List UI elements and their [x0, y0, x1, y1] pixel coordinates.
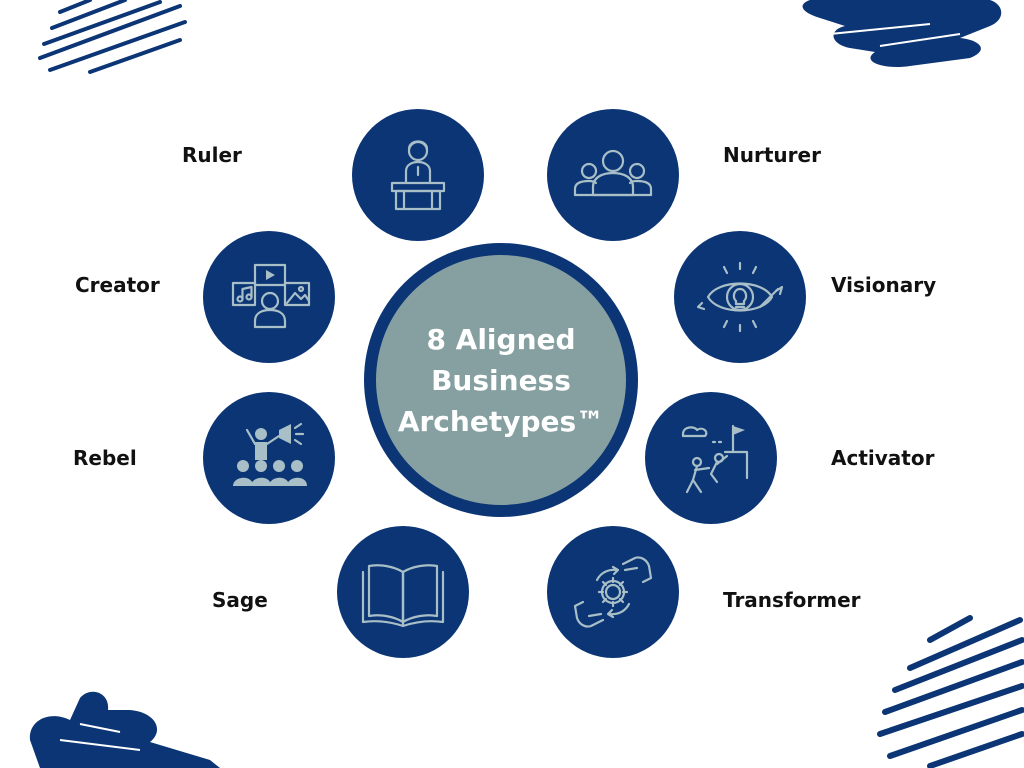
- archetype-node-visionary: [674, 231, 806, 363]
- archetype-label-nurturer: Nurturer: [723, 143, 821, 167]
- megaphone-crowd-icon: [233, 422, 307, 486]
- decorative-brush-top-right: [802, 0, 1002, 68]
- archetype-node-creator: [203, 231, 335, 363]
- decorative-brush-bottom-left: [29, 691, 221, 768]
- center-hub-core: 8 Aligned Business Archetypes™: [376, 255, 626, 505]
- climbing-flag-icon: [681, 424, 749, 494]
- center-hub: 8 Aligned Business Archetypes™: [364, 243, 638, 517]
- group-people-icon: [573, 149, 653, 197]
- eye-lightbulb-icon: [696, 261, 784, 333]
- podium-speaker-icon: [390, 140, 446, 211]
- hands-gear-icon: [573, 556, 653, 628]
- archetype-node-activator: [645, 392, 777, 524]
- archetype-node-nurturer: [547, 109, 679, 241]
- archetype-label-transformer: Transformer: [723, 588, 861, 612]
- center-title: 8 Aligned Business Archetypes™: [397, 322, 605, 438]
- media-creator-icon: [231, 263, 311, 329]
- archetype-label-rebel: Rebel: [73, 446, 137, 470]
- archetype-label-activator: Activator: [831, 446, 935, 470]
- archetype-label-visionary: Visionary: [831, 273, 937, 297]
- archetype-label-creator: Creator: [75, 273, 160, 297]
- archetype-node-rebel: [203, 392, 335, 524]
- decorative-stripes-bottom-right: [877, 615, 1024, 768]
- archetype-node-ruler: [352, 109, 484, 241]
- archetype-label-sage: Sage: [212, 588, 268, 612]
- archetype-label-ruler: Ruler: [182, 143, 242, 167]
- decorative-stripes-top-left: [38, 0, 187, 74]
- archetype-node-sage: [337, 526, 469, 658]
- archetype-node-transformer: [547, 526, 679, 658]
- open-book-icon: [361, 564, 445, 628]
